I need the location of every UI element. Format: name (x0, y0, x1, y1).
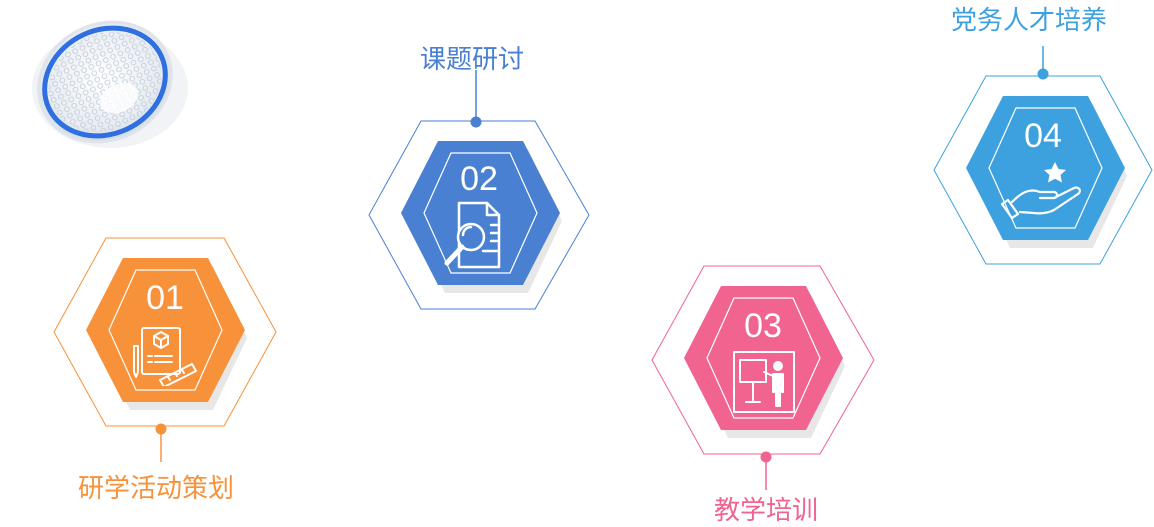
item-label-01: 研学活动策划 (78, 474, 235, 504)
glass-lens-icon (32, 20, 188, 148)
connector-line (155, 423, 167, 462)
item-label-03: 教学培训 (714, 496, 819, 526)
item-number: 02 (460, 160, 498, 198)
hand-star-icon (1000, 162, 1081, 220)
document-magnifier-icon (444, 201, 501, 269)
connector-line (1037, 46, 1049, 80)
connector-line (470, 70, 482, 128)
hexagon-shape (651, 265, 875, 455)
item-03[interactable]: 03 (648, 260, 878, 490)
item-04[interactable]: 04 (930, 46, 1154, 270)
item-02[interactable]: 02 (365, 70, 595, 315)
teacher-board-icon (733, 351, 795, 413)
item-01[interactable]: 01 (50, 232, 280, 462)
item-label-04: 党务人才培养 (951, 6, 1108, 36)
item-number: 04 (1024, 117, 1062, 155)
connector-line (760, 451, 772, 490)
item-number: 01 (146, 279, 184, 317)
blueprint-ruler-icon (133, 327, 197, 386)
item-number: 03 (744, 307, 782, 345)
item-label-02: 课题研讨 (420, 45, 525, 75)
